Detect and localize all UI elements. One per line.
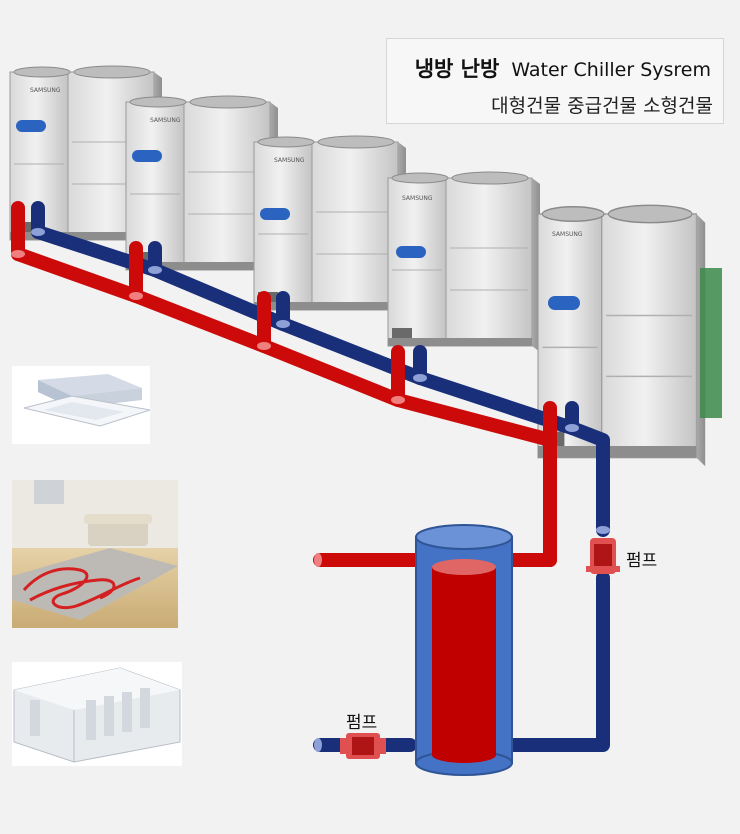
title-secondary: Water Chiller Sysrem: [511, 59, 711, 81]
cassette-unit-image: [12, 366, 151, 444]
outdoor-unit-2: SAMSUNG: [125, 95, 279, 277]
title-line1: 냉방 난방 Water Chiller Sysrem: [387, 53, 711, 83]
unit-brand-text: SAMSUNG: [274, 157, 305, 164]
outdoor-unit-1: SAMSUNG: [9, 65, 163, 247]
unit-brand-text: SAMSUNG: [150, 117, 181, 124]
unit-brand-text: SAMSUNG: [30, 87, 61, 94]
hot-header-pipe: [11, 247, 557, 567]
hot-pipe-end: [314, 553, 322, 567]
pump-bottom-label: 펌프: [346, 713, 378, 733]
dvm-badge-2: [132, 150, 162, 162]
cold-drops: [31, 201, 579, 435]
storage-tank: [415, 524, 513, 776]
hot-supply-pipe: [313, 549, 557, 567]
title-subtitle: 대형건물 중급건물 소형건물: [491, 95, 713, 117]
coil-grille: [700, 268, 722, 418]
pump-right-label: 펌프: [626, 551, 658, 571]
outdoor-unit-3: SAMSUNG: [253, 135, 407, 317]
pipe-joints: [11, 228, 610, 534]
pump-right: [586, 538, 620, 574]
unit-brand-text: SAMSUNG: [552, 231, 583, 238]
dvm-badge-3: [260, 208, 290, 220]
title-primary: 냉방 난방: [414, 57, 500, 81]
title-box: 냉방 난방 Water Chiller Sysrem 대형건물 중급건물 소형건물: [386, 38, 724, 124]
dvm-badge-1: [16, 120, 46, 132]
hot-drops: [11, 201, 557, 447]
pump-bottom: [340, 733, 386, 759]
dvm-badge-5: [548, 296, 580, 310]
outdoor-unit-4: SAMSUNG: [387, 171, 541, 353]
air-handling-unit-image: [12, 662, 182, 766]
unit-brand-text: SAMSUNG: [402, 195, 433, 202]
cold-pipe-end: [314, 738, 322, 752]
outdoor-unit-5: SAMSUNG: [537, 204, 722, 468]
dvm-badge-4: [396, 246, 426, 258]
floor-heating-image: [12, 480, 178, 628]
